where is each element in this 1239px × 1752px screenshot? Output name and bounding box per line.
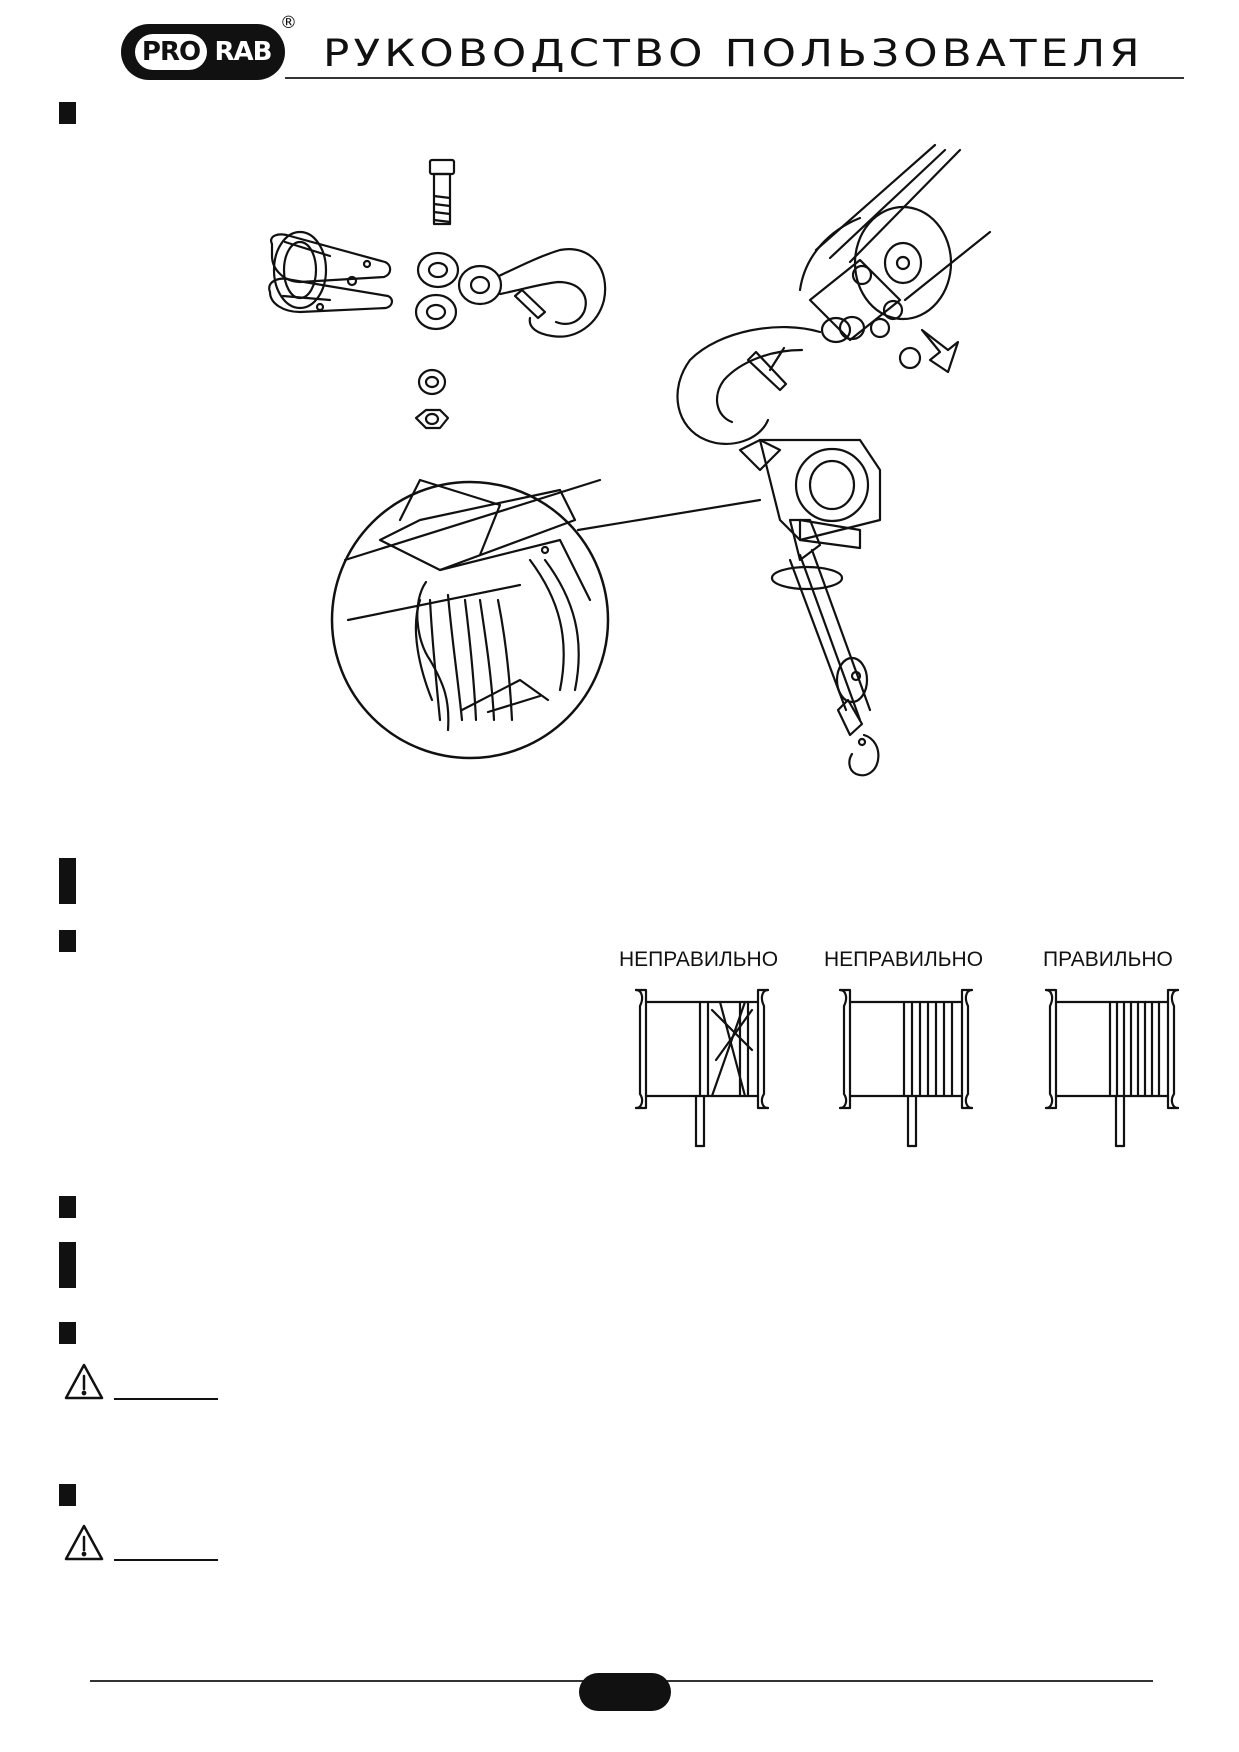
spool-label-wrong-2: НЕПРАВИЛЬНО [824, 948, 984, 971]
brand-logo-rab: RAB [214, 37, 273, 67]
warning-label-line-1 [114, 1398, 218, 1400]
detail-magnifier [330, 478, 610, 760]
section-marker-2 [59, 858, 76, 904]
section-marker-7 [59, 1484, 76, 1506]
header-divider [285, 77, 1184, 79]
section-marker-6 [59, 1322, 76, 1344]
spool-correct [1044, 988, 1180, 1148]
warning-label-line-2 [114, 1559, 218, 1561]
warning-triangle-icon [64, 1363, 104, 1400]
spool-label-correct: ПРАВИЛЬНО [1043, 948, 1173, 971]
section-marker-3 [59, 930, 76, 952]
bolt-part [428, 158, 456, 226]
spool-wrong-uneven [838, 988, 974, 1148]
washer-parts [414, 251, 460, 396]
hoist-rope-view [738, 438, 882, 777]
spool-wrong-crossed [634, 988, 770, 1148]
page-number [579, 1673, 671, 1711]
registered-mark: ® [280, 13, 297, 33]
section-marker-5 [59, 1242, 76, 1288]
page-header-title: РУКОВОДСТВО ПОЛЬЗОВАТЕЛЯ [323, 32, 1144, 75]
page-number-badge [579, 1673, 671, 1711]
spool-label-wrong-1: НЕПРАВИЛЬНО [619, 948, 779, 971]
warning-triangle-icon [64, 1524, 104, 1561]
nut-part [414, 408, 450, 430]
detail-leader-line [576, 498, 762, 532]
pulley-block-part [268, 230, 393, 314]
section-marker-1 [59, 102, 76, 124]
assembled-pulley-view [676, 143, 992, 445]
brand-logo-pro: PRO [135, 34, 207, 70]
hook-part [457, 248, 607, 338]
section-marker-4 [59, 1196, 76, 1218]
